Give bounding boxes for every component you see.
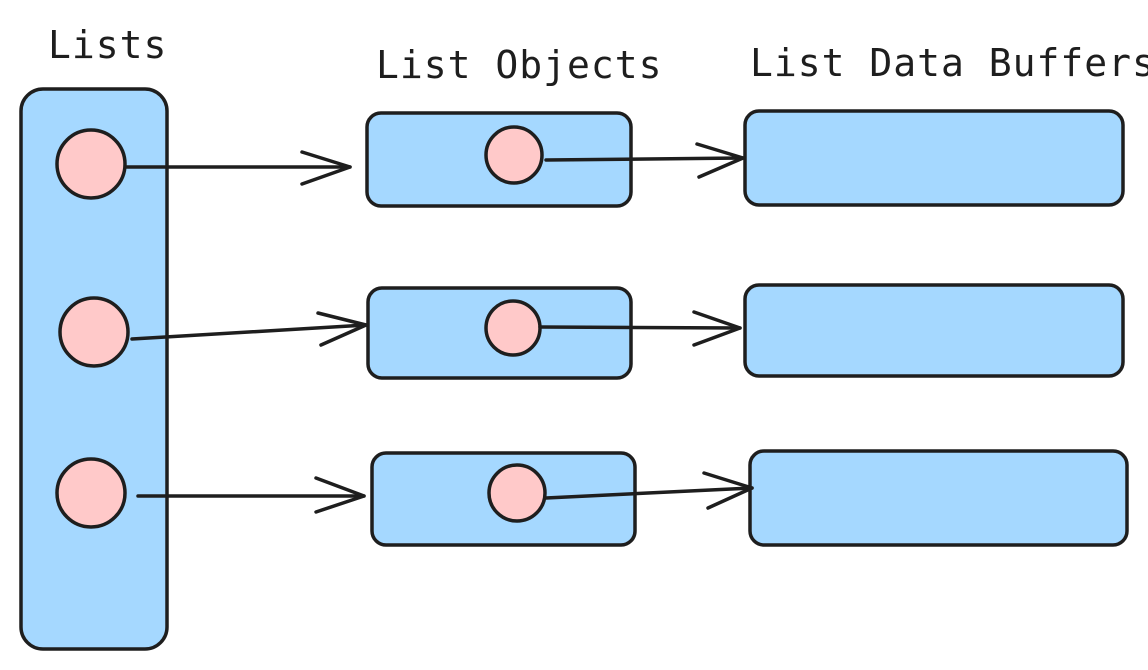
arrow-list-3-to-object-3 [136, 476, 366, 514]
lists-heading: Lists [48, 23, 167, 67]
arrow-object-2-to-buffer-2 [538, 310, 742, 347]
list-element-2-dot [58, 296, 130, 368]
list-element-3-dot [55, 457, 127, 529]
list-data-buffer-2-box [743, 283, 1125, 378]
lists-container [19, 87, 169, 651]
arrow-list-2-to-object-2 [130, 311, 368, 347]
list-data-buffers-heading: List Data Buffers [750, 41, 1148, 85]
arrow-object-1-to-buffer-1 [544, 142, 745, 179]
list-object-1-pointer-dot [484, 125, 544, 185]
list-data-buffer-1-box [743, 109, 1125, 207]
arrow-object-3-to-buffer-3 [544, 471, 754, 510]
arrow-list-1-to-object-1 [124, 150, 352, 186]
list-data-buffer-3-box [748, 449, 1129, 547]
list-objects-heading: List Objects [376, 43, 663, 87]
list-object-2-pointer-dot [484, 299, 542, 357]
list-object-3-pointer-dot [487, 463, 547, 523]
list-element-1-dot [55, 128, 127, 200]
